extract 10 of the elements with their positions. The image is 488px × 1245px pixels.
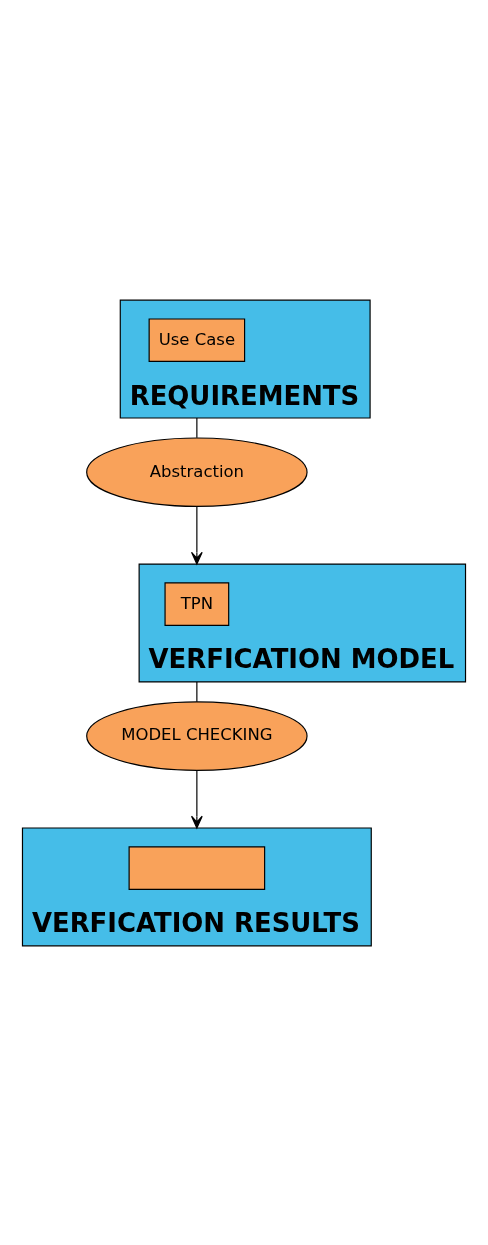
node-ellipse: Abstraction: [86, 436, 308, 507]
connector: [196, 680, 198, 702]
node-ellipse: MODEL CHECKING: [86, 700, 308, 771]
cluster: VERFICATION RESULTS: [21, 826, 372, 946]
connector: [196, 416, 198, 438]
arrow: [190, 769, 203, 829]
node-box: [128, 845, 266, 890]
arrow: [190, 505, 203, 565]
node-box: Use Case: [148, 317, 246, 362]
node-box: TPN: [164, 581, 230, 626]
